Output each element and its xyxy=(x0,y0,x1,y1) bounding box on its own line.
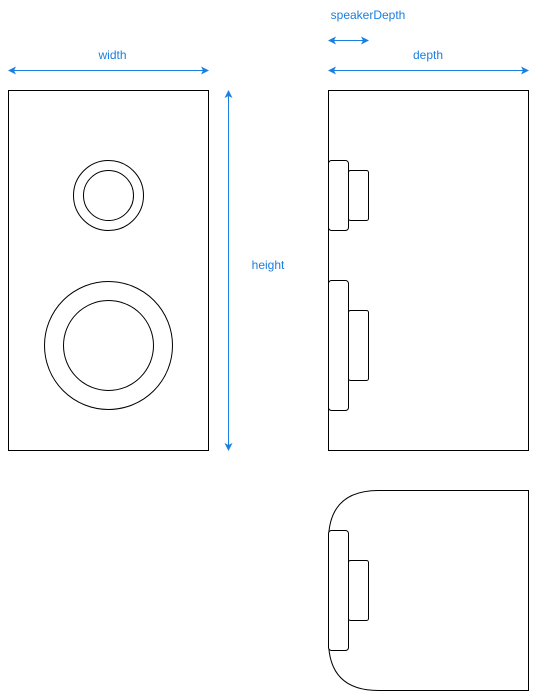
driver-magnet-top xyxy=(348,560,369,621)
width-arrow-right xyxy=(201,66,209,75)
width-arrow-left xyxy=(8,66,16,75)
top-view xyxy=(328,490,529,691)
speaker-depth-dimension: speakerDepth xyxy=(328,8,405,45)
height-arrow-top xyxy=(224,90,233,98)
width-dimension: width xyxy=(8,48,209,75)
height-arrow-bottom xyxy=(224,443,233,451)
depth-dimension: depth xyxy=(328,48,529,75)
width-label: width xyxy=(97,48,126,62)
depth-label: depth xyxy=(413,48,443,62)
depth-arrow-right xyxy=(521,66,529,75)
side-cabinet xyxy=(328,90,529,451)
height-dimension: height xyxy=(224,90,285,451)
side-view xyxy=(328,90,529,451)
depth-arrow-left xyxy=(328,66,336,75)
driver-flange-top xyxy=(328,530,349,651)
woofer-cone xyxy=(63,300,154,391)
woofer-magnet-side xyxy=(348,310,369,381)
tweeter-magnet-side xyxy=(348,170,369,221)
tweeter-flange-side xyxy=(328,160,349,231)
speaker-depth-arrow-right xyxy=(361,36,369,45)
woofer-flange-side xyxy=(328,280,349,411)
tweeter-cone xyxy=(83,170,134,221)
height-label: height xyxy=(252,258,285,272)
front-view xyxy=(8,90,209,451)
speaker-depth-arrow-left xyxy=(328,36,336,45)
speaker-depth-label: speakerDepth xyxy=(331,8,406,22)
